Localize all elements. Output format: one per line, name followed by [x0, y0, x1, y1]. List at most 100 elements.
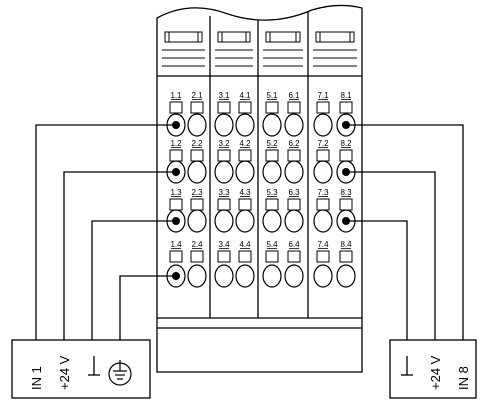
release-button[interactable]	[316, 101, 330, 114]
wire-entry-hole[interactable]	[313, 209, 333, 233]
terminal-number: 6.1	[288, 91, 300, 100]
terminal-number: 1.1	[170, 91, 182, 100]
release-button[interactable]	[217, 149, 231, 162]
release-button[interactable]	[217, 250, 231, 263]
release-button[interactable]	[217, 101, 231, 114]
terminal-number: 3.3	[218, 188, 230, 197]
release-button[interactable]	[265, 250, 279, 263]
wire-entry-hole[interactable]	[284, 113, 304, 137]
wire-entry-hole[interactable]	[262, 160, 282, 184]
wire-earth-left	[119, 275, 176, 340]
terminal-number: 2.4	[191, 240, 203, 249]
wire-entry-hole[interactable]	[187, 160, 207, 184]
wire-entry-hole[interactable]	[235, 264, 255, 288]
wire-entry-hole[interactable]	[235, 160, 255, 184]
release-button[interactable]	[169, 149, 183, 162]
module-top-1	[162, 31, 205, 67]
wire-entry-hole[interactable]	[284, 160, 304, 184]
terminal-number: 3.2	[218, 139, 230, 148]
terminal-number: 8.3	[340, 188, 352, 197]
terminal-number: 3.4	[218, 240, 230, 249]
wire-24v-left	[63, 171, 176, 340]
terminal-number: 5.4	[266, 240, 278, 249]
release-button[interactable]	[316, 149, 330, 162]
terminal-number: 1.4	[170, 240, 182, 249]
wire-gnd-left	[91, 220, 176, 340]
left-supply-label: +24 V	[57, 355, 72, 390]
release-button[interactable]	[287, 101, 301, 114]
release-button[interactable]	[287, 198, 301, 211]
release-button[interactable]	[238, 149, 252, 162]
left-connection-box: IN 1 +24 V	[11, 339, 151, 399]
housing-details	[162, 31, 357, 67]
terminal-number: 8.4	[340, 240, 352, 249]
wire-entry-hole[interactable]	[336, 264, 356, 288]
terminal-number: 2.2	[191, 139, 203, 148]
wire-entry-hole[interactable]	[313, 264, 333, 288]
wire-entry-hole[interactable]	[235, 113, 255, 137]
ground-icon	[88, 356, 100, 376]
terminal-housing	[156, 4, 363, 373]
wire-entry-hole[interactable]	[214, 209, 234, 233]
wire-in8	[346, 124, 464, 340]
wire-entry-hole[interactable]	[262, 113, 282, 137]
right-in-label: IN 8	[456, 366, 471, 390]
wire-entry-hole[interactable]	[262, 264, 282, 288]
release-button[interactable]	[316, 198, 330, 211]
release-button[interactable]	[169, 101, 183, 114]
terminal-number: 4.4	[239, 240, 251, 249]
wire-entry-hole[interactable]	[313, 113, 333, 137]
terminal-number: 7.2	[317, 139, 329, 148]
terminal-number: 7.3	[317, 188, 329, 197]
wire-entry-hole[interactable]	[235, 209, 255, 233]
terminal-number: 4.1	[239, 91, 251, 100]
terminal-number: 8.2	[340, 139, 352, 148]
wire-entry-hole[interactable]	[214, 264, 234, 288]
release-button[interactable]	[190, 250, 204, 263]
wire-entry-hole[interactable]	[284, 264, 304, 288]
terminal-number: 8.1	[340, 91, 352, 100]
terminal-number: 7.1	[317, 91, 329, 100]
release-button[interactable]	[265, 149, 279, 162]
release-button[interactable]	[265, 198, 279, 211]
release-button[interactable]	[190, 149, 204, 162]
release-button[interactable]	[287, 250, 301, 263]
wire-entry-hole[interactable]	[214, 113, 234, 137]
terminal-number: 2.3	[191, 188, 203, 197]
release-button[interactable]	[339, 149, 353, 162]
release-button[interactable]	[238, 198, 252, 211]
wire-entry-hole[interactable]	[313, 160, 333, 184]
terminal-number: 5.2	[266, 139, 278, 148]
terminal-number: 3.1	[218, 91, 230, 100]
terminal-number: 1.2	[170, 139, 182, 148]
terminal-number: 5.3	[266, 188, 278, 197]
release-button[interactable]	[316, 250, 330, 263]
wire-entry-hole[interactable]	[214, 160, 234, 184]
wire-entry-hole[interactable]	[187, 264, 207, 288]
release-button[interactable]	[217, 198, 231, 211]
wire-entry-hole[interactable]	[284, 209, 304, 233]
release-button[interactable]	[339, 198, 353, 211]
release-button[interactable]	[190, 198, 204, 211]
wire-in1	[35, 124, 176, 340]
release-button[interactable]	[238, 250, 252, 263]
release-button[interactable]	[169, 198, 183, 211]
terminal-number: 1.3	[170, 188, 182, 197]
release-button[interactable]	[169, 250, 183, 263]
terminal-number: 4.3	[239, 188, 251, 197]
release-button[interactable]	[265, 101, 279, 114]
release-button[interactable]	[238, 101, 252, 114]
ground-icon	[401, 356, 413, 376]
wire-gnd-right	[346, 220, 408, 340]
release-button[interactable]	[339, 250, 353, 263]
release-button[interactable]	[287, 149, 301, 162]
terminal-number: 6.2	[288, 139, 300, 148]
release-button[interactable]	[190, 101, 204, 114]
release-button[interactable]	[339, 101, 353, 114]
module-top-3	[263, 31, 303, 67]
wire-entry-hole[interactable]	[262, 209, 282, 233]
terminal-number: 7.4	[317, 240, 329, 249]
terminal-number: 5.1	[266, 91, 278, 100]
wire-entry-hole[interactable]	[187, 209, 207, 233]
wire-entry-hole[interactable]	[187, 113, 207, 137]
